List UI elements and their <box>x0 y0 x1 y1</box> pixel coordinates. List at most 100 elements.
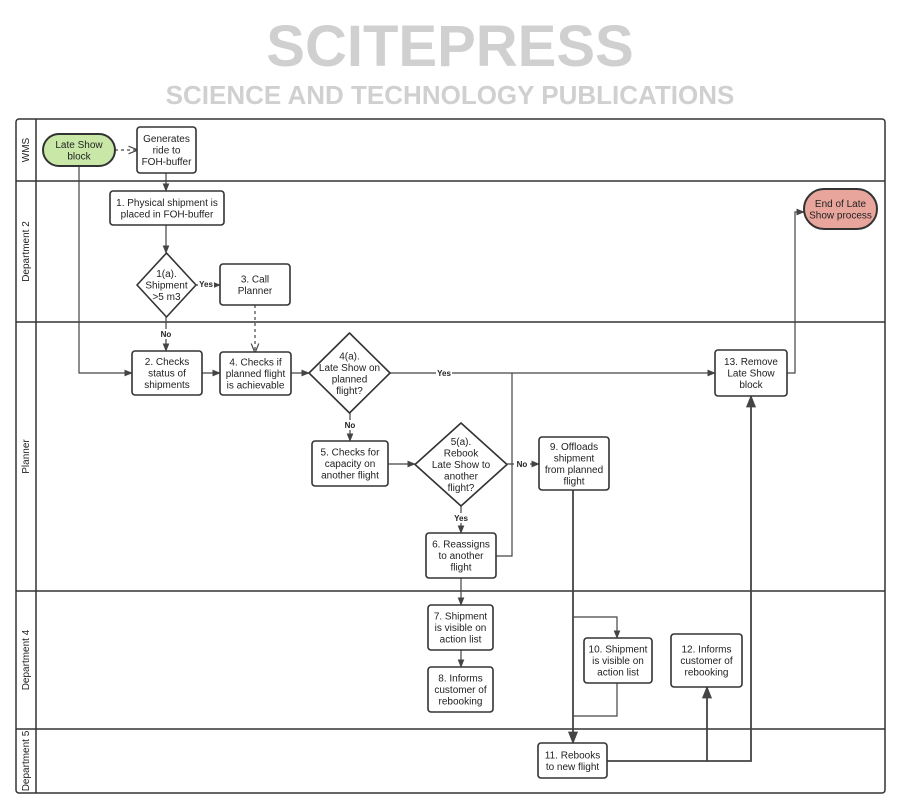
process-shape <box>427 666 494 713</box>
edge-d4a-n5: No <box>342 413 358 442</box>
node-label: Late Show <box>727 369 775 380</box>
node-label: is visible on <box>435 623 487 634</box>
process-shape <box>714 349 788 397</box>
node-label: 5. Checks for <box>321 448 381 459</box>
process-shape <box>136 126 197 174</box>
connector-line <box>787 208 805 374</box>
node-label: block <box>739 380 763 391</box>
node-label: Shipment <box>145 281 187 292</box>
connector-line <box>496 373 513 557</box>
node-label: 6. Reassigns <box>432 540 490 551</box>
node-label: action list <box>597 668 639 679</box>
node-label: 4. Checks if <box>229 358 281 369</box>
edge-start-n2 <box>78 166 133 377</box>
node-label: planned <box>332 374 368 385</box>
edge-n11-n13 <box>707 394 757 762</box>
label-bg <box>342 420 358 430</box>
node-label: planned flight <box>226 369 286 380</box>
node-label: 1. Physical shipment is <box>116 198 218 209</box>
edge-d4a-n13: Yes <box>390 368 716 378</box>
node-label: 7. Shipment <box>434 612 488 623</box>
edge-d5a-n6: Yes <box>453 506 469 534</box>
connector-line <box>78 166 133 377</box>
process-shape <box>109 190 225 226</box>
process-shape <box>538 436 610 491</box>
process-shape <box>537 742 608 779</box>
edge-d1a-n3: Yes <box>196 279 221 289</box>
node-label: to new flight <box>546 762 600 773</box>
lane-title-dept5: Department 5 <box>21 730 32 791</box>
lane-title-wms: WMS <box>21 137 32 162</box>
node-label: 3. Call <box>241 274 269 285</box>
lane-title-dept2: Department 2 <box>21 221 32 282</box>
process-shape <box>425 532 497 579</box>
lane-title-dept4: Department 4 <box>21 629 32 690</box>
edge-n10-n11 <box>573 683 618 717</box>
node-label: customer of <box>434 685 486 696</box>
node-label: flight? <box>448 483 475 494</box>
node-label: Show process <box>809 210 872 221</box>
node-label: placed in FOH-buffer <box>121 209 214 220</box>
process-shape <box>131 350 203 396</box>
publisher-watermark: SCITEPRESS SCIENCE AND TECHNOLOGY PUBLIC… <box>166 14 735 110</box>
connector-line <box>607 685 713 762</box>
node-d1a[interactable]: 1(a).Shipment>5 m3 <box>136 252 197 318</box>
node-label: Late Show to <box>432 460 491 471</box>
node-label: flight? <box>336 386 363 397</box>
edge-label: No <box>517 460 528 469</box>
node-label: Late Show on <box>319 363 380 374</box>
node-label: >5 m3 <box>152 292 181 303</box>
pool-border <box>15 118 886 794</box>
label-bg <box>453 513 469 523</box>
node-label: 8. Informs <box>438 674 482 685</box>
label-bg <box>514 459 530 469</box>
node-label: to another <box>438 551 484 562</box>
node-label: action list <box>440 635 482 646</box>
node-label: End of Late <box>815 199 867 210</box>
node-label: 4(a). <box>339 351 360 362</box>
process-shape <box>219 351 292 396</box>
edge-d1a-n2: No <box>158 317 174 352</box>
node-label: is achievable <box>227 381 285 392</box>
connector-line <box>573 683 618 717</box>
decision-shape <box>414 422 508 507</box>
connector-line <box>707 394 757 762</box>
process-shape <box>219 263 291 306</box>
edge-label: No <box>345 421 356 430</box>
process-shape <box>311 440 389 487</box>
node-label: 12. Informs <box>681 645 731 656</box>
node-label: flight <box>563 476 584 487</box>
watermark-title: SCITEPRESS <box>266 14 633 79</box>
connector-line <box>573 616 621 639</box>
edge-label: No <box>161 330 172 339</box>
node-label: 10. Shipment <box>589 645 648 656</box>
terminal-shape <box>803 188 878 230</box>
node-label: FOH-buffer <box>142 157 192 168</box>
node-label: is visible on <box>592 656 644 667</box>
node-label: 2. Checks <box>145 357 189 368</box>
edge-n11-n12 <box>607 685 713 762</box>
node-label: customer of <box>680 656 732 667</box>
node-label: 5(a). <box>451 437 472 448</box>
node-label: 1(a). <box>156 269 177 280</box>
node-label: 13. Remove <box>724 357 778 368</box>
